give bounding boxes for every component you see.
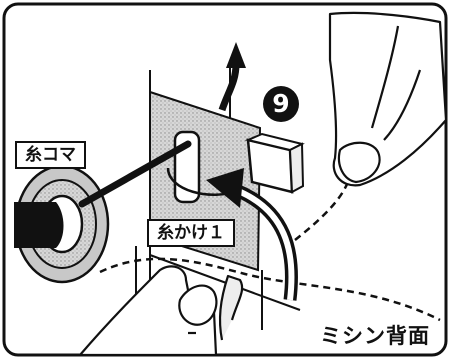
thread-guide-label: 糸かけ１ <box>147 219 235 247</box>
hand-left-icon <box>78 265 244 357</box>
spool-pin-rod <box>78 140 192 208</box>
up-arrow-icon <box>218 42 246 112</box>
spool-pin-label: 糸コマ <box>15 141 86 169</box>
thread-line <box>99 257 441 322</box>
tension-knob <box>244 132 305 194</box>
step-number-badge: 9 <box>263 86 299 122</box>
machine-back-caption: ミシン背面 <box>320 324 430 348</box>
thread-spool-icon <box>14 164 110 284</box>
hand-right-icon <box>328 11 448 187</box>
curved-arrow-icon <box>206 168 298 301</box>
